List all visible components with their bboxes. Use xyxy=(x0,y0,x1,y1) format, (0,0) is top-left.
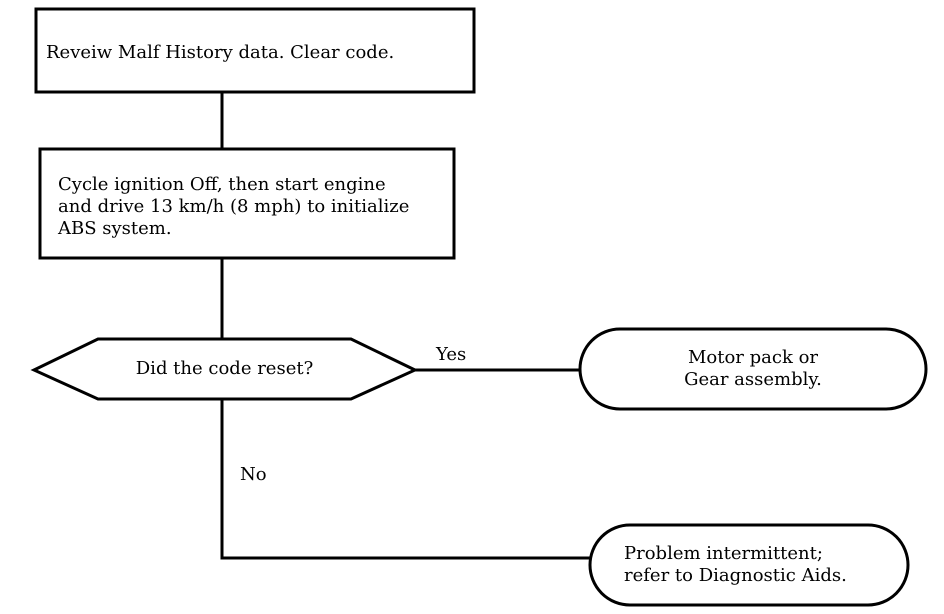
decision-text: Did the code reset? xyxy=(135,358,314,379)
review-step-text: Reveiw Malf History data. Clear code. xyxy=(46,42,395,63)
cycle-step-text: Cycle ignition Off, then start engine an… xyxy=(58,174,410,239)
no-result-text: Problem intermittent; refer to Diagnosti… xyxy=(624,543,847,586)
no-branch-label: No xyxy=(240,464,267,485)
yes-result-text: Motor pack or Gear assembly. xyxy=(684,347,822,390)
yes-branch-label: Yes xyxy=(436,344,467,365)
no-result-oval xyxy=(588,523,910,607)
yes-result-oval xyxy=(578,327,928,411)
cycle-step-box xyxy=(38,147,456,260)
review-step-box xyxy=(34,7,476,94)
connector-no xyxy=(220,399,590,560)
